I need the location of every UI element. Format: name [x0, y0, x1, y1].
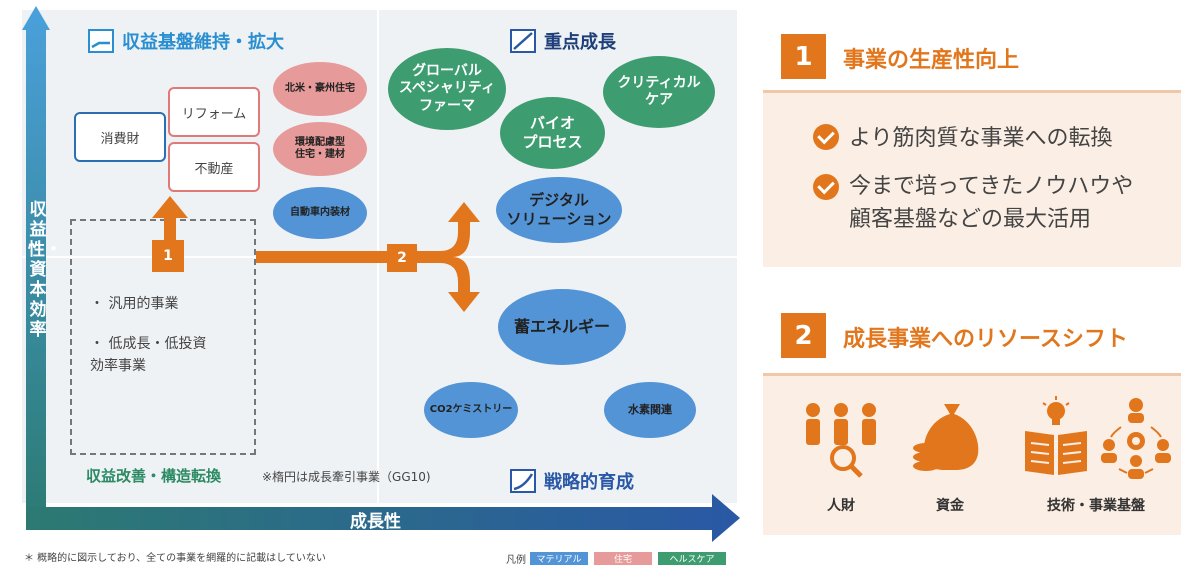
- vertical-axis-arrow: [22, 6, 50, 530]
- people-search-icon: [806, 403, 876, 478]
- legend-material: マテリアル: [530, 552, 588, 565]
- resource-label-tech-base: 技術・事業基盤: [1047, 498, 1145, 514]
- panel-header: 1 事業の生産性向上: [763, 12, 1181, 93]
- panel-title: 成長事業へのリソースシフト: [843, 327, 1128, 352]
- legend-healthcare: ヘルスケア: [658, 552, 726, 565]
- panel-number: 2: [781, 313, 826, 358]
- box-consumer-goods: 消費財: [74, 112, 166, 162]
- panel-resource-shift: 2 成長事業へのリソースシフト: [763, 295, 1181, 535]
- growth-chart-icon: [510, 469, 536, 493]
- ellipse-note: ※楕円は成長牽引事業（GG10): [262, 470, 431, 484]
- arrow-up-1: [152, 196, 188, 240]
- legend-label: 凡例: [506, 555, 526, 566]
- arrow-horizontal-2: [256, 251, 450, 263]
- footnote: ＊ 概略的に図示しており、全ての事業を網羅的に記載はしていない: [24, 553, 326, 564]
- axes-graphic: [22, 6, 740, 542]
- ellipse-energy-storage: 蓄エネルギー: [498, 289, 626, 365]
- ellipse-global-pharma: グローバル スペシャリティ ファーマ: [388, 48, 506, 130]
- ellipse-eco-housing: 環境配慮型 住宅・建材: [273, 122, 367, 176]
- panel-title: 事業の生産性向上: [843, 48, 1020, 73]
- network-people-icon: [1101, 398, 1171, 479]
- growth-chart-icon: [510, 29, 536, 53]
- legacy-item-low-growth: ・ 低成長・低投資 効率事業: [90, 336, 207, 375]
- panel-number: 1: [781, 34, 826, 79]
- resource-label-funds: 資金: [936, 498, 964, 514]
- quadrant-title: 収益基盤維持・拡大: [122, 32, 284, 53]
- quadrant-title: 戦略的育成: [544, 472, 634, 493]
- horizontal-axis-arrow: [26, 494, 740, 542]
- box-reform: リフォーム: [168, 87, 260, 137]
- legend-housing: 住宅: [594, 552, 652, 565]
- panel-item: 今まで培ってきたノウハウや 顧客基盤などの最大活用: [813, 170, 1133, 236]
- ellipse-co2-chemistry: CO2ケミストリー: [424, 382, 518, 438]
- box-real-estate: 不動産: [168, 142, 260, 192]
- ellipse-auto-interior: 自動車内装材: [273, 187, 367, 239]
- resource-label-people: 人財: [827, 498, 855, 514]
- quadrant-title: 重点成長: [544, 32, 616, 53]
- horizontal-axis-label: 成長性: [350, 512, 401, 532]
- dashed-legacy-business-box: ・ 汎用的事業 ・ 低成長・低投資 効率事業: [70, 219, 256, 455]
- money-bag-coins-icon: [913, 404, 979, 471]
- panel-item: より筋肉質な事業への転換: [813, 120, 1113, 152]
- book-idea-icon: [1025, 396, 1087, 475]
- quadrant-header-bottom-right: 戦略的育成: [510, 468, 634, 494]
- check-circle-icon: [813, 174, 839, 200]
- quadrant-title-bottom-left: 収益改善・構造転換: [86, 467, 222, 485]
- panel-header: 2 成長事業へのリソースシフト: [763, 295, 1181, 376]
- panel-item-text: 今まで培ってきたノウハウや 顧客基盤などの最大活用: [849, 174, 1134, 232]
- ellipse-digital-solution: デジタル ソリューション: [496, 177, 622, 243]
- arrow-badge-1: 1: [152, 240, 184, 272]
- arrow-badge-2: 2: [387, 244, 417, 272]
- panel-productivity: 1 事業の生産性向上 より筋肉質な事業への転換 今まで培ってきたノウハウや 顧客…: [763, 12, 1181, 267]
- quadrant-header-top-right: 重点成長: [510, 28, 616, 54]
- arrow-branch-2: [440, 202, 480, 312]
- panel-item-text: より筋肉質な事業への転換: [849, 126, 1113, 151]
- legacy-item-general: ・ 汎用的事業: [90, 296, 179, 312]
- growth-chart-icon: [88, 29, 114, 53]
- check-circle-icon: [813, 124, 839, 150]
- ellipse-bioprocess: バイオ プロセス: [500, 97, 605, 169]
- ellipse-na-australia-housing: 北米・豪州住宅: [273, 62, 367, 116]
- quadrant-header-top-left: 収益基盤維持・拡大: [88, 28, 284, 54]
- resource-shift-arrows: [152, 196, 480, 312]
- ellipse-critical-care: クリティカル ケア: [603, 56, 715, 128]
- ellipse-hydrogen: 水素関連: [604, 382, 696, 438]
